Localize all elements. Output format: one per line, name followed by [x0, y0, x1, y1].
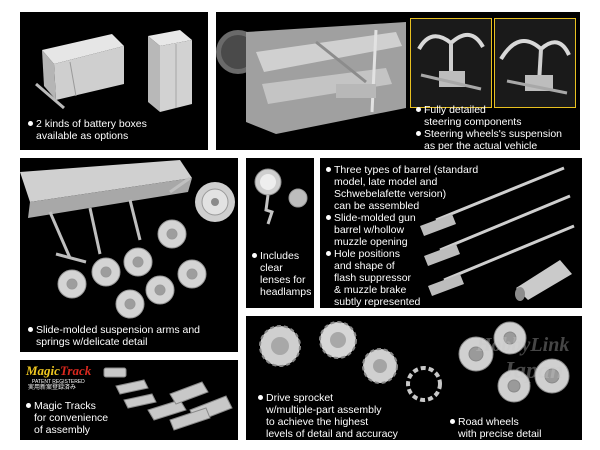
- tracks-caption-line-2: for convenience: [34, 412, 109, 424]
- road-wheel-icon: [458, 321, 570, 403]
- headlamp-illustration: [254, 168, 308, 225]
- roadwheel-caption-line-1: Road wheels: [450, 416, 541, 428]
- gun-barrel-illustration: [420, 166, 575, 301]
- suspension-illustration: [20, 160, 235, 319]
- battery-boxes-illustration: [35, 30, 192, 112]
- muzzle-brake-icon: [515, 260, 572, 301]
- steering-caption-line-4: as per the actual vehicle: [424, 140, 538, 150]
- steering-detail-inset-right: [494, 18, 576, 108]
- sprocket-roadwheel-illustration: [259, 321, 570, 403]
- tracks-caption-line-3: of assembly: [34, 424, 91, 436]
- barrel-caption-line-10: flash suppressor: [334, 272, 412, 284]
- roadwheel-caption-line-2: with precise detail: [458, 428, 542, 440]
- barrel-caption-line-5: Slide-molded gun: [326, 212, 478, 224]
- barrel-caption-line-11: & muzzle brake: [334, 284, 407, 296]
- headlamp-caption-line-4: headlamps: [260, 286, 312, 298]
- battery-box-large-icon: [35, 34, 124, 110]
- panel-headlamps: Includes clear lenses for headlamps: [246, 158, 314, 308]
- gun-barrel-schwebelafette-icon: [428, 224, 575, 296]
- panel-suspension: Slide-molded suspension arms and springs…: [20, 158, 238, 352]
- barrel-caption-line-9: and shape of: [334, 260, 395, 272]
- suspension-caption-line-2: springs w/delicate detail: [36, 336, 148, 348]
- steering-illustration: [216, 22, 406, 134]
- suspension-caption-line-1: Slide-molded suspension arms and: [28, 324, 200, 336]
- headlamp-caption-line-3: lenses for: [260, 274, 306, 286]
- steering-caption-line-2: steering components: [424, 116, 522, 128]
- headlamp-icon: [254, 168, 282, 225]
- steering-detail-inset-left: [410, 18, 492, 108]
- suspension-large-wheel-icon: [195, 182, 235, 222]
- headlamp-caption-line-1: Includes: [252, 250, 311, 262]
- panel-steering: Fully detailed steering components Steer…: [216, 12, 580, 150]
- logo-patent-jp-line: 実用新案登録済み: [28, 385, 77, 391]
- barrel-caption-line-4: can be assembled: [334, 200, 420, 212]
- barrel-caption-line-1: Three types of barrel (standard: [326, 164, 478, 176]
- logo-magic-word: Magic: [26, 363, 60, 378]
- magic-track-illustration: [103, 367, 233, 431]
- gun-barrel-standard-icon: [420, 166, 565, 236]
- battery-caption-line-1: 2 kinds of battery boxes: [28, 118, 147, 130]
- watermark-line-1: HobbyLink: [476, 334, 570, 356]
- barrel-caption-line-3: Schwebelafette version): [334, 188, 447, 200]
- sprocket-caption-line-1: Drive sprocket: [258, 392, 398, 404]
- steering-caption-line-3: Steering wheels's suspension: [416, 128, 562, 140]
- panel-magic-tracks: MagicTrack PATENT REGISTERED 実用新案登録済み Ma…: [20, 360, 238, 440]
- barrel-caption-line-8: Hole positions: [326, 248, 478, 260]
- magic-track-logo: MagicTrack: [26, 364, 91, 378]
- logo-track-word: Track: [59, 363, 92, 378]
- headlamp-caption-line-2: clear: [260, 262, 283, 274]
- barrel-caption-line-6: barrel w/hollow: [334, 224, 405, 236]
- barrel-caption-line-7: muzzle opening: [334, 236, 408, 248]
- drive-sprocket-icon: [259, 321, 442, 402]
- tracks-caption-line-1: Magic Tracks: [26, 400, 108, 412]
- panel-gun-barrels: Three types of barrel (standard model, l…: [320, 158, 582, 308]
- sprocket-caption-line-4: levels of detail and accuracy: [266, 428, 398, 440]
- headlamp-lens-icon: [288, 188, 308, 208]
- sprocket-caption-line-3: to achieve the highest: [266, 416, 369, 428]
- battery-box-upright-icon: [148, 30, 192, 112]
- gun-barrel-late-icon: [424, 194, 571, 266]
- watermark-line-2: Japan: [502, 358, 564, 384]
- logo-patent-line: PATENT REGISTERED: [32, 379, 85, 385]
- barrel-caption-line-2: model, late model and: [334, 176, 438, 188]
- battery-caption-line-2: available as options: [36, 130, 129, 142]
- panel-sprocket-roadwheels: Drive sprocket w/multiple-part assembly …: [246, 316, 582, 440]
- sprocket-caption-line-2: w/multiple-part assembly: [266, 404, 382, 416]
- barrel-caption-line-12: subtly represented: [334, 296, 421, 308]
- steering-caption-line-1: Fully detailed: [416, 104, 562, 116]
- panel-battery-boxes: 2 kinds of battery boxes available as op…: [20, 12, 208, 150]
